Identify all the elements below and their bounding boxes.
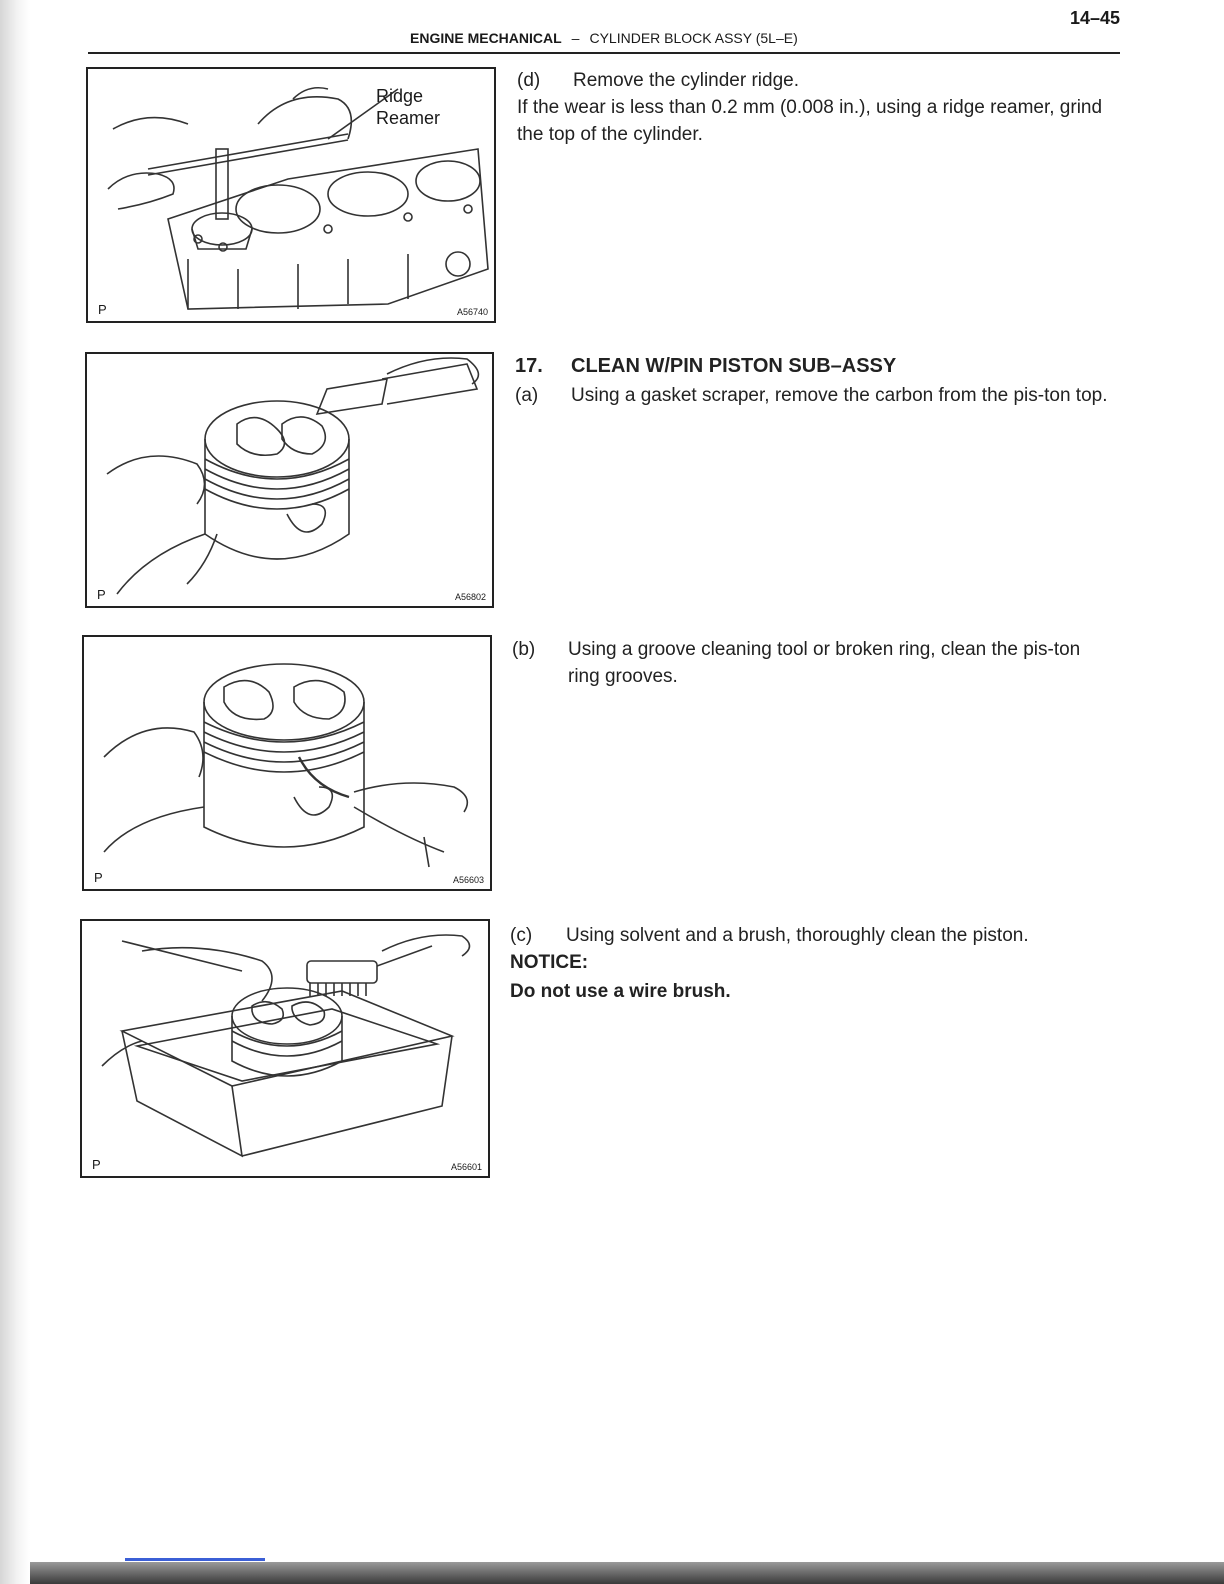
figure-code: A56601 <box>450 1162 482 1172</box>
figure-solvent-brush: P A56601 <box>80 919 490 1178</box>
page-header: ENGINE MECHANICAL–CYLINDER BLOCK ASSY (5… <box>88 30 1120 54</box>
section-17-number: 17. <box>515 355 543 377</box>
page-number: 14–45 <box>1069 8 1120 28</box>
section-17-title: CLEAN W/PIN PISTON SUB–ASSY <box>571 355 897 377</box>
step-a-label: (a) <box>515 385 539 406</box>
step-c-line: (c) Using solvent and a brush, thoroughl… <box>510 922 1116 949</box>
section-17-heading: 17. CLEAN W/PIN PISTON SUB–ASSY <box>515 353 1123 380</box>
figure-gasket-scraper: P A56802 <box>85 352 494 608</box>
step-a-line: (a) Using a gasket scraper, remove the c… <box>515 382 1115 409</box>
step-a-text: Using a gasket scraper, remove the carbo… <box>571 385 1108 406</box>
step-c-block: (c) Using solvent and a brush, thoroughl… <box>510 922 1116 1005</box>
step-b-block: (b) Using a groove cleaning tool or brok… <box>512 636 1115 690</box>
figure-p-mark: P <box>94 870 103 885</box>
header-title: ENGINE MECHANICAL–CYLINDER BLOCK ASSY (5… <box>410 30 798 46</box>
figure-p-mark: P <box>92 1157 101 1172</box>
figure-code: A56603 <box>452 875 484 885</box>
bottom-blue-mark <box>125 1558 265 1561</box>
ridge-reamer-label-text: Ridge Reamer <box>376 86 441 128</box>
piston-scraper-illustration <box>106 357 480 595</box>
figure-code: A56802 <box>454 592 486 602</box>
step-d-label: (d) <box>517 70 541 91</box>
piston-brush-illustration <box>101 934 471 1158</box>
notice-title: NOTICE: <box>510 952 589 973</box>
step-c-text: Using solvent and a brush, thoroughly cl… <box>566 925 1029 946</box>
figure-code: A56740 <box>456 307 488 317</box>
page-binding-shadow <box>0 0 30 1584</box>
step-b-text: Using a groove cleaning tool or broken r… <box>568 639 1081 687</box>
step-c-label: (c) <box>510 925 533 946</box>
figure-groove-cleaning: P A56603 <box>82 635 492 891</box>
header-subsection: CYLINDER BLOCK ASSY (5L–E) <box>589 30 798 46</box>
figure-p-mark: P <box>98 302 107 317</box>
figure-ridge-reamer: Ridge Reamer P A56740 <box>86 67 496 323</box>
figure-p-mark: P <box>97 587 106 602</box>
ridge-reamer-label: Ridge Reamer <box>376 85 486 129</box>
step-d-block: (d) Remove the cylinder ridge. If the wea… <box>517 67 1125 148</box>
header-section: ENGINE MECHANICAL <box>410 30 562 46</box>
step-b-line: (b) Using a groove cleaning tool or brok… <box>512 636 1115 690</box>
step-d-body: If the wear is less than 0.2 mm (0.008 i… <box>517 97 1103 145</box>
notice-body: Do not use a wire brush. <box>510 981 731 1002</box>
step-d-title-line: (d) Remove the cylinder ridge. <box>517 67 1125 94</box>
header-separator: – <box>571 30 580 46</box>
page-bottom-edge <box>30 1562 1224 1584</box>
step-b-label: (b) <box>512 639 536 660</box>
piston-groove-illustration <box>103 663 469 868</box>
ridge-reamer-illustration <box>107 86 489 310</box>
step-d-title: Remove the cylinder ridge. <box>573 70 799 91</box>
step-a-block: (a) Using a gasket scraper, remove the c… <box>515 382 1115 409</box>
